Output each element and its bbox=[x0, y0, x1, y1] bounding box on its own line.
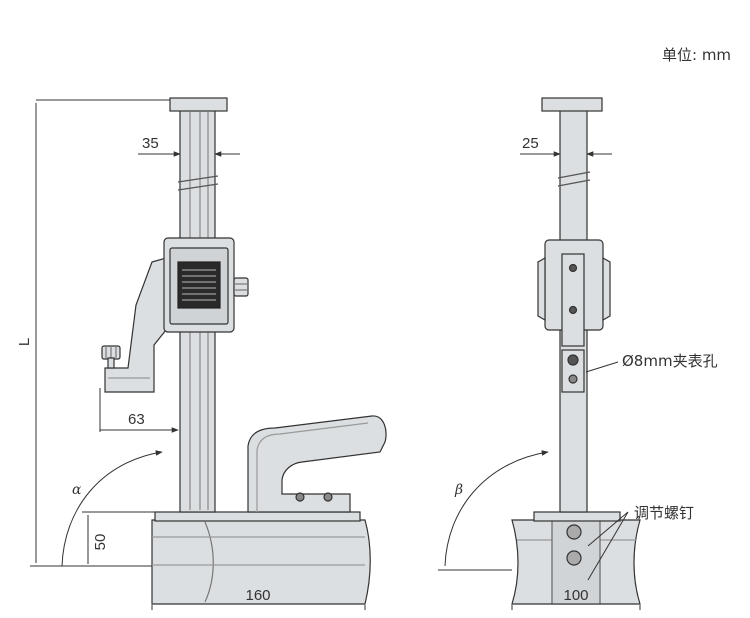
clamp-hole-leader bbox=[585, 361, 619, 373]
front-dimensions bbox=[30, 99, 366, 610]
dim-L: L bbox=[16, 338, 33, 346]
side-jaw bbox=[561, 253, 585, 347]
side-adjust-screw-bottom bbox=[566, 550, 582, 566]
side-view bbox=[511, 97, 641, 605]
adjust-screw-leader-2 bbox=[587, 511, 629, 581]
dim-100: 100 bbox=[563, 587, 588, 604]
front-view bbox=[101, 97, 387, 605]
dim-35: 35 bbox=[142, 135, 159, 152]
angle-alpha: α bbox=[72, 482, 82, 498]
front-base-groove bbox=[204, 521, 214, 603]
front-slider-arm bbox=[104, 257, 167, 393]
front-angle-arc bbox=[61, 450, 163, 567]
side-base-plate bbox=[533, 511, 621, 522]
callout-adjust-screw: 调节螺钉 bbox=[634, 504, 695, 522]
front-display-screen bbox=[177, 261, 221, 309]
dim-25: 25 bbox=[522, 135, 539, 152]
side-dimensions bbox=[438, 151, 641, 610]
front-base-plate bbox=[154, 511, 361, 522]
side-top-cap bbox=[541, 97, 603, 112]
angle-beta: β bbox=[454, 482, 463, 498]
dim-50: 50 bbox=[92, 534, 109, 551]
side-adjust-screw-top bbox=[566, 524, 582, 540]
dim-63: 63 bbox=[128, 411, 145, 428]
unit-label: 单位: mm bbox=[662, 46, 732, 64]
dim-160: 160 bbox=[245, 587, 270, 604]
front-top-cap bbox=[169, 97, 228, 112]
front-handle bbox=[247, 415, 387, 513]
adjust-screw-leader-1 bbox=[587, 511, 629, 547]
front-fine-knob bbox=[233, 277, 249, 297]
front-base bbox=[151, 519, 371, 605]
side-angle-arc bbox=[444, 450, 549, 567]
callout-clamp-hole: Ø8mm夹表孔 bbox=[622, 352, 718, 370]
